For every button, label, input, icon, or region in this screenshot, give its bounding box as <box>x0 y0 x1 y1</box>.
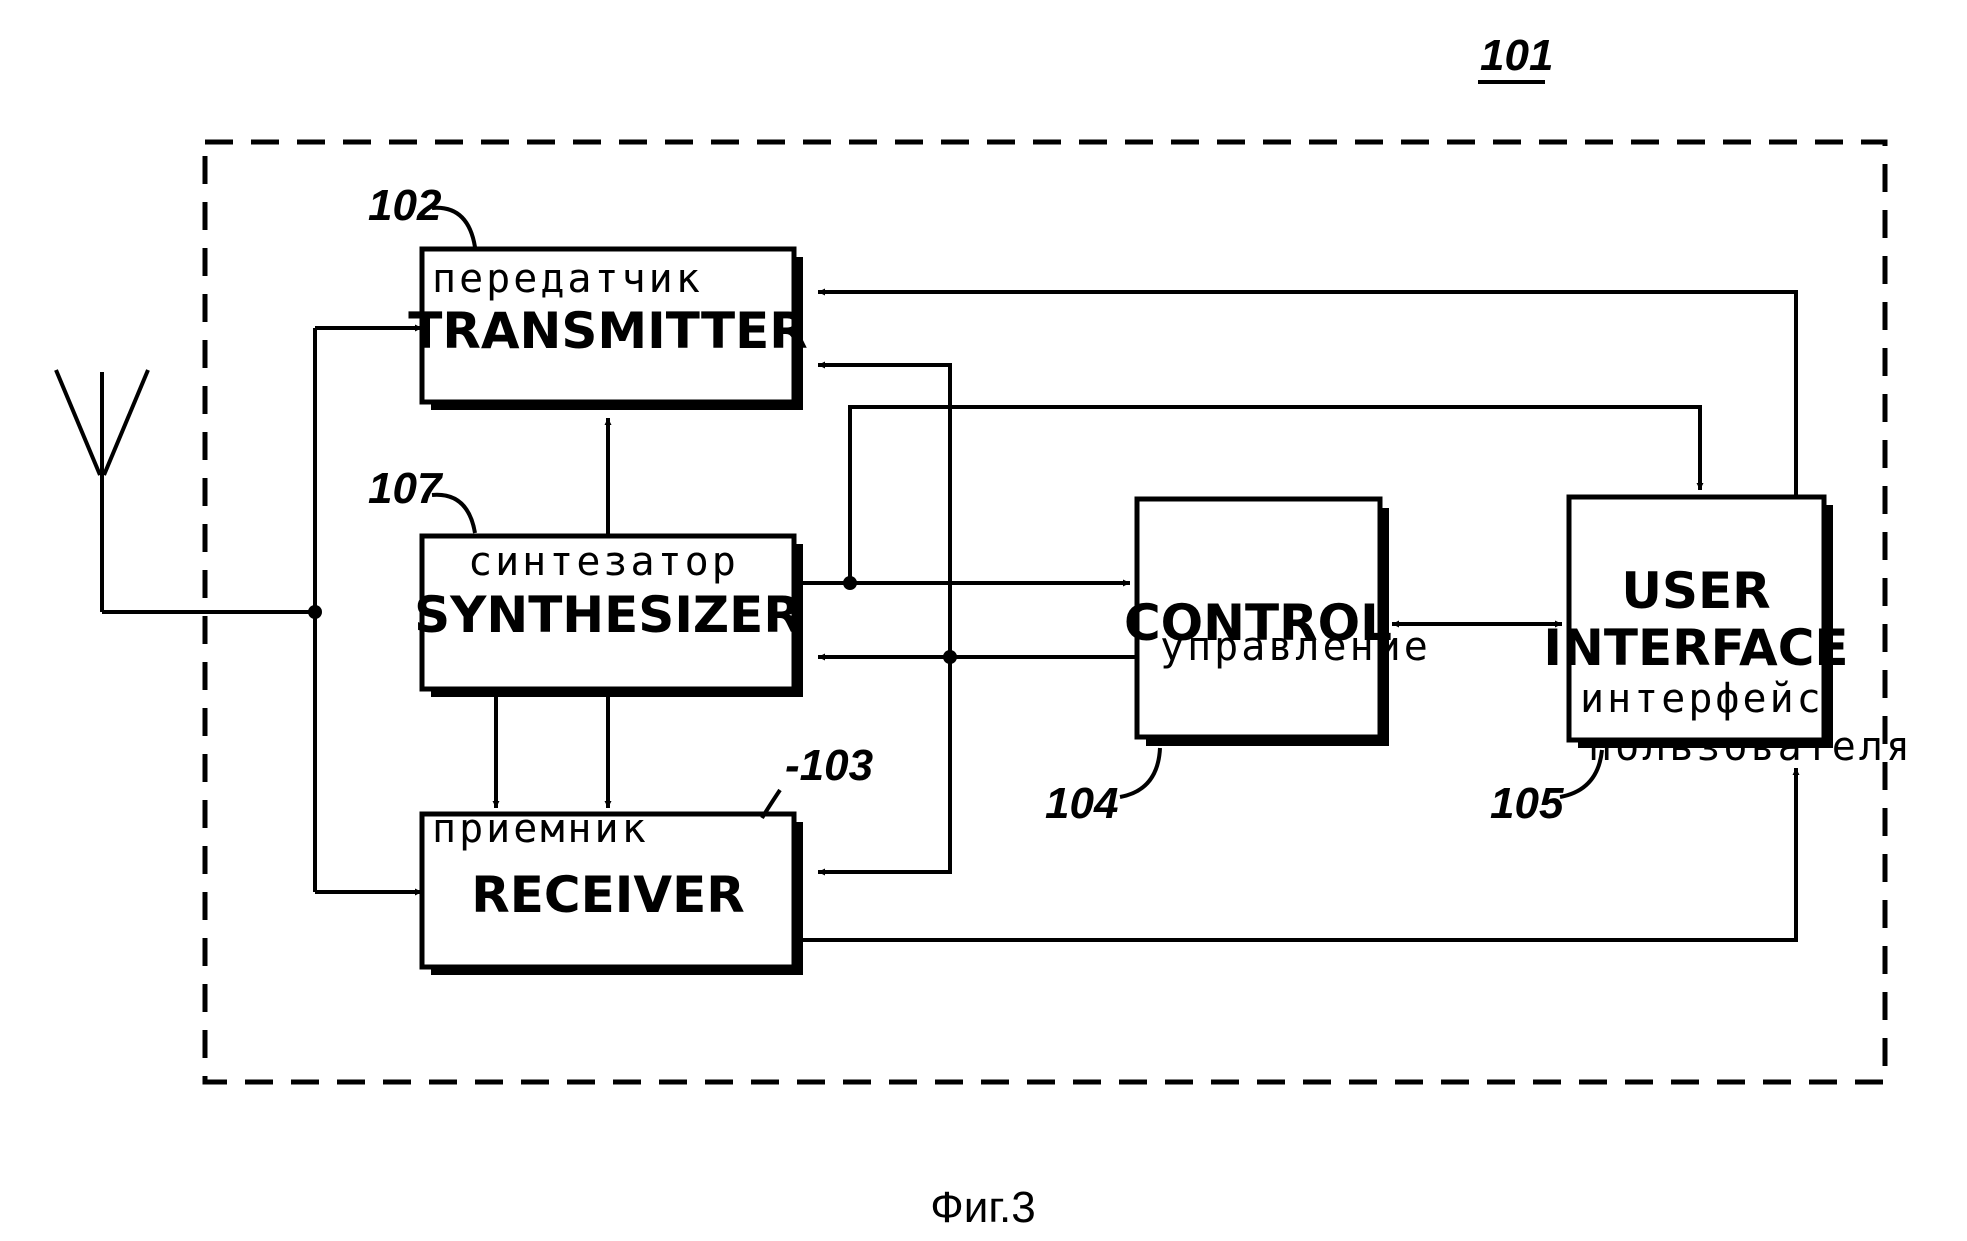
control-ref: 104 <box>1045 779 1118 828</box>
synthesizer-ref-leader <box>431 492 477 534</box>
control-label-ru: управление <box>1160 624 1431 670</box>
system-boundary <box>202 139 1888 1085</box>
user-interface-block: USER INTERFACE интерфейс <box>1543 494 1849 748</box>
receiver-block: приемник RECEIVER <box>419 806 803 975</box>
control-block: CONTROL управление <box>1124 496 1431 746</box>
user-interface-ref-leader <box>1559 749 1604 799</box>
transmitter-label-ru: передатчик <box>432 256 703 302</box>
synthesizer-ref: 107 <box>368 464 444 513</box>
signal-lines <box>492 288 1800 942</box>
synthesizer-label: SYNTHESIZER <box>414 586 802 644</box>
synthesizer-block: синтезатор SYNTHESIZER <box>414 533 803 697</box>
user-interface-label-ru-1: интерфейс <box>1580 676 1824 722</box>
antenna-icon <box>54 369 150 612</box>
system-ref: 101 <box>1480 31 1553 80</box>
control-ref-leader <box>1119 747 1162 799</box>
synthesizer-label-ru: синтезатор <box>468 539 739 585</box>
figure-caption: Фиг.3 <box>930 1183 1035 1232</box>
receiver-label: RECEIVER <box>471 866 744 924</box>
receiver-label-ru: приемник <box>432 806 649 852</box>
transmitter-label: TRANSMITTER <box>408 302 808 360</box>
control-label: CONTROL <box>1124 594 1392 652</box>
antenna-bus <box>102 324 422 896</box>
transmitter-block: передатчик TRANSMITTER <box>408 246 808 410</box>
user-interface-ref: 105 <box>1490 779 1564 828</box>
user-interface-label-2: INTERFACE <box>1543 619 1848 677</box>
receiver-ref: -103 <box>785 741 873 790</box>
receiver-ref-leader <box>760 788 782 820</box>
transmitter-ref: 102 <box>368 181 442 230</box>
transmitter-ref-leader <box>431 205 477 248</box>
user-interface-label-ru-2: пользователя <box>1588 724 1913 770</box>
user-interface-label-1: USER <box>1621 562 1770 620</box>
